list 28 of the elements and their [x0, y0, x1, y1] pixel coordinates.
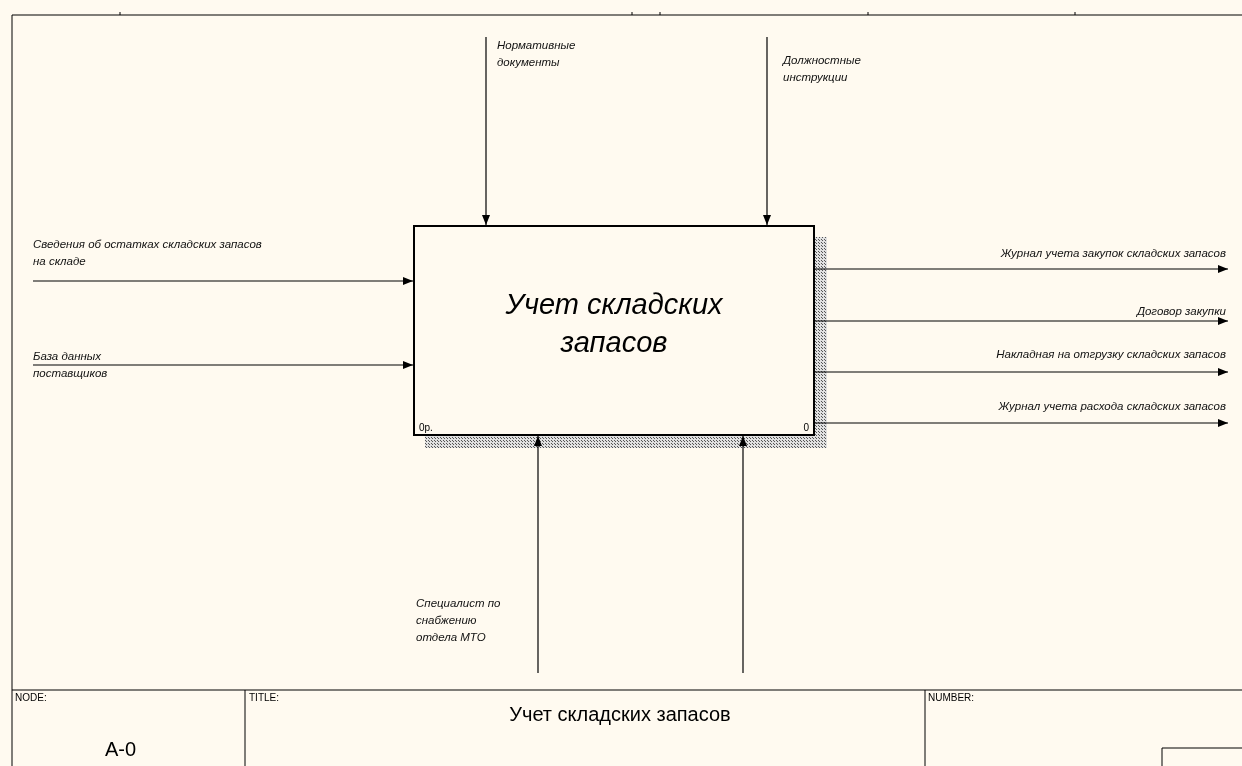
arrow-label: Должностные инструкции: [783, 52, 913, 86]
arrow-label: Договор закупки: [1000, 303, 1226, 320]
arrow: [32, 361, 414, 369]
cost-label: 0р.: [419, 422, 433, 433]
arrow-label: Специалист по снабжению отдела МТО: [416, 595, 508, 646]
arrow: [763, 36, 771, 226]
arrow: [739, 435, 747, 674]
activity-name: Учет складских запасов: [504, 287, 724, 360]
arrow: [814, 368, 1229, 376]
arrow-label: База данных поставщиков: [33, 348, 153, 382]
arrow-label: Накладная на отгрузку складских запасов: [900, 346, 1226, 363]
arrow-label: Журнал учета расхода складских запасов: [900, 398, 1226, 415]
arrow: [814, 265, 1229, 273]
activity-box: [413, 225, 815, 436]
field-label: NUMBER:: [928, 692, 975, 703]
field-label: TITLE:: [249, 692, 279, 703]
arrow: [534, 435, 542, 674]
arrow-label: Журнал учета закупок складских запасов: [900, 245, 1226, 262]
node-id: A-0: [105, 738, 137, 761]
arrow: [482, 36, 490, 226]
arrow: [32, 277, 414, 285]
title-block-text: Учет складских запасов: [508, 703, 732, 726]
arrow-label: Сведения об остатках складских запасов на складе: [33, 236, 263, 270]
arrow: [814, 317, 1229, 325]
field-label: NODE:: [15, 692, 47, 703]
arrow-label: Нормативные документы: [497, 37, 627, 71]
arrow: [814, 419, 1229, 427]
node-number: 0: [803, 422, 809, 433]
